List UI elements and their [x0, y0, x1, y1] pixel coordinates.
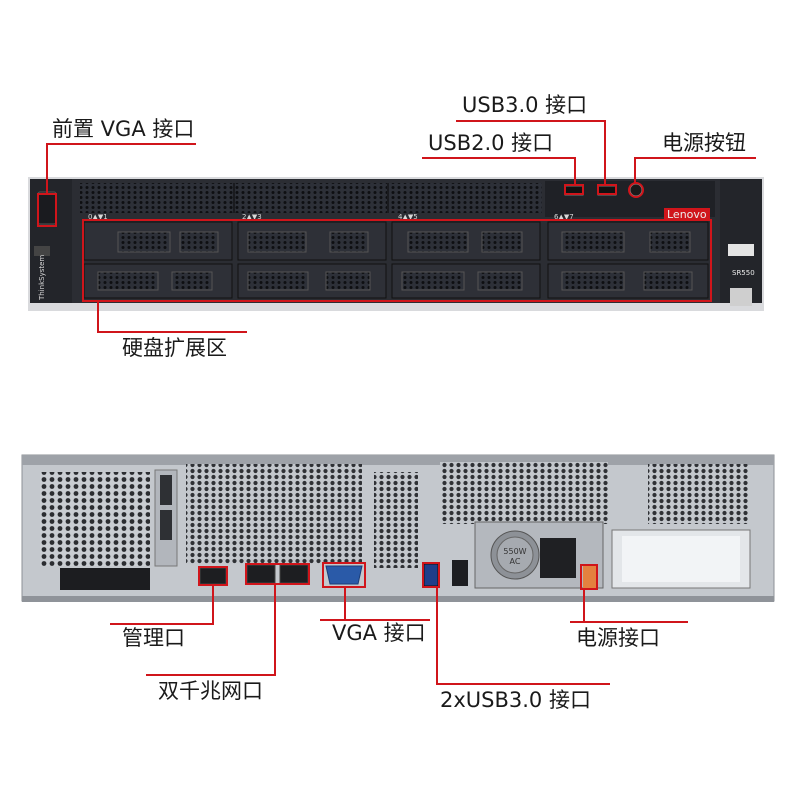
gigabit-line-v — [274, 584, 276, 676]
power-port-label: 电源接口 — [576, 626, 660, 650]
power-port-highlight — [580, 564, 598, 590]
power-port-line-v — [583, 589, 585, 623]
front-power-button-label: 电源按钮 — [662, 131, 746, 155]
front-power-line-h — [634, 157, 756, 159]
front-vga-highlight — [37, 193, 57, 227]
front-usb2-line-h — [422, 157, 576, 159]
rear-usb3-line-v — [436, 587, 438, 685]
front-usb3-label: USB3.0 接口 — [462, 93, 588, 117]
rear-vga-label: VGA 接口 — [332, 621, 426, 645]
gigabit-ports-highlight — [245, 563, 310, 585]
front-vga-line-h — [46, 143, 196, 145]
front-usb2-highlight — [564, 184, 584, 195]
front-vga-label: 前置 VGA 接口 — [52, 117, 195, 141]
front-power-highlight — [628, 182, 644, 198]
mgmt-line-h — [110, 623, 214, 625]
rear-vga-highlight — [322, 562, 366, 588]
rear-usb3-label: 2xUSB3.0 接口 — [440, 688, 591, 712]
front-usb2-label: USB2.0 接口 — [428, 131, 554, 155]
rear-usb3-highlight — [422, 562, 440, 588]
drive-bay-label: 硬盘扩展区 — [122, 336, 227, 360]
psu-type: AC — [509, 557, 521, 566]
bay-number-4-5: 4▲▼5 — [398, 213, 418, 221]
front-usb3-line-v — [604, 120, 606, 186]
drive-bay-highlight — [82, 219, 712, 302]
drive-bay-line-h — [97, 331, 247, 333]
rear-vga-line-h — [320, 619, 430, 621]
gigabit-line-h — [146, 674, 276, 676]
mgmt-port-highlight — [198, 566, 228, 586]
drive-bay-line-v — [97, 301, 99, 333]
power-port-line-h — [570, 621, 688, 623]
mgmt-port-label: 管理口 — [122, 626, 185, 650]
mgmt-line-v — [212, 585, 214, 625]
drive-bays — [83, 221, 709, 299]
front-vga-line-v — [46, 143, 48, 195]
bay-number-0-1: 0▲▼1 — [88, 213, 108, 221]
psu-rating: 550W — [503, 547, 527, 556]
front-usb3-line-h — [456, 120, 606, 122]
thinksystem-logo: ThinkSystem — [38, 254, 46, 300]
front-usb2-line-v — [574, 157, 576, 185]
gigabit-label: 双千兆网口 — [158, 679, 263, 703]
rear-vga-line-v — [344, 587, 346, 621]
model-label: SR550 — [732, 269, 755, 277]
bay-number-2-3: 2▲▼3 — [242, 213, 262, 221]
front-power-line-v — [634, 157, 636, 183]
rear-usb3-line-h — [436, 683, 610, 685]
lenovo-logo: Lenovo — [664, 208, 710, 221]
bay-number-6-7: 6▲▼7 — [554, 213, 574, 221]
front-usb3-highlight — [597, 184, 617, 195]
